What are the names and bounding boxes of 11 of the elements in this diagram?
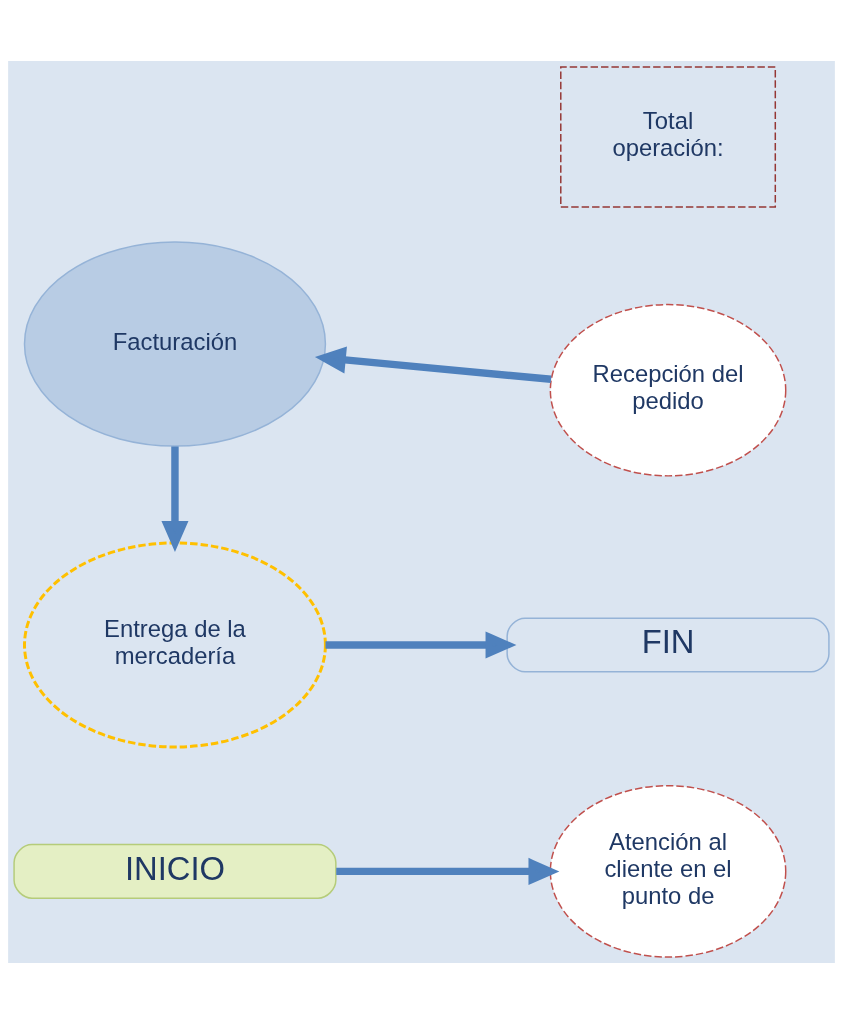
node-ellipse: Facturación	[23, 240, 327, 447]
node-ellipse: Recepción del pedido	[549, 303, 787, 477]
arrow	[161, 445, 189, 552]
arrow	[336, 857, 560, 885]
node-ellipse: Atención al cliente en el punto de	[549, 784, 787, 958]
arrow	[325, 630, 517, 658]
node-box: INICIO	[13, 843, 337, 899]
node-box: FIN	[506, 616, 830, 672]
arrow	[314, 346, 552, 383]
node-box: Total operación:	[560, 65, 777, 208]
node-ellipse: Entrega de la mercadería	[23, 540, 327, 748]
